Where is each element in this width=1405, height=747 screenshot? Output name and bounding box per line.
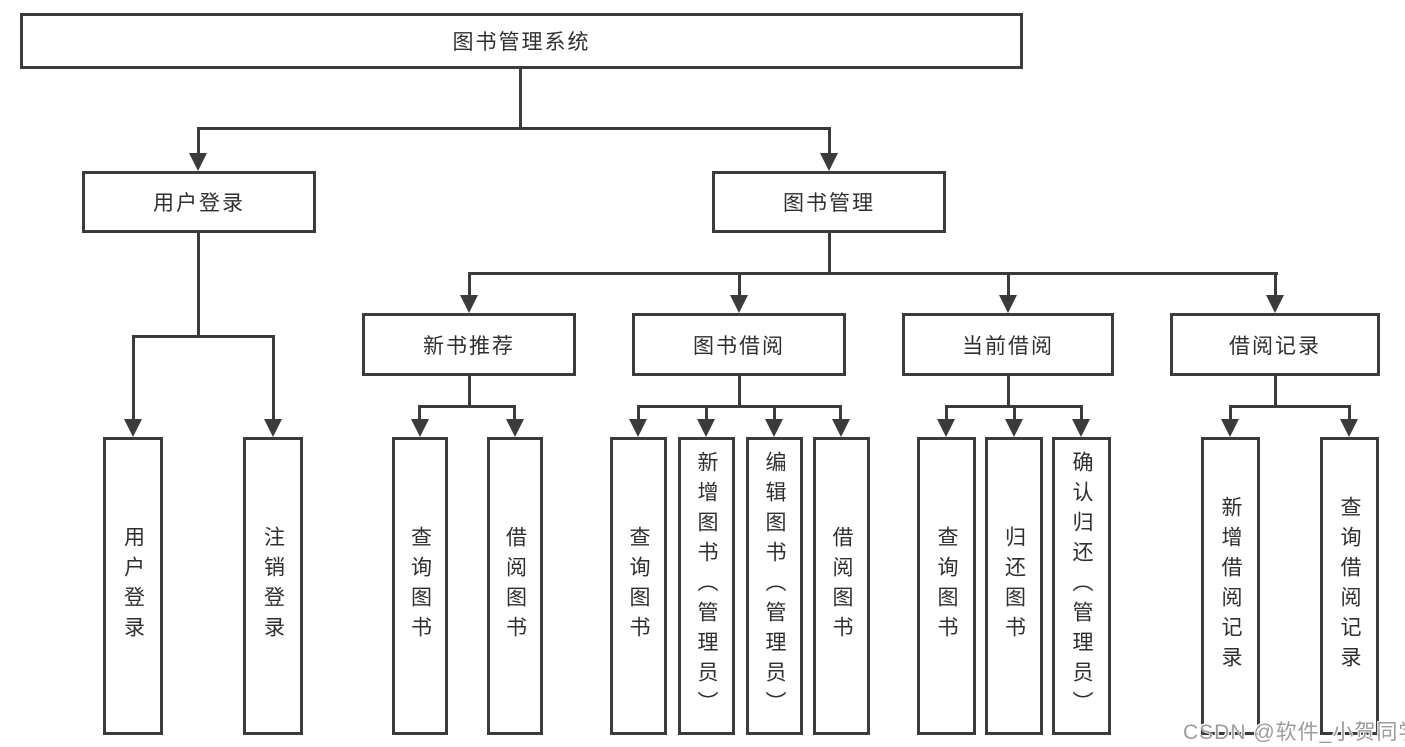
leaf-return-books-label: 归还图书 [1002,526,1026,646]
arrowhead [937,419,955,437]
connector-root-stem [519,69,522,130]
node-book-management-label: 图书管理 [783,192,875,215]
connector-g4-drop-2 [1348,405,1351,421]
connector-root-right-drop [828,127,831,156]
node-user-login: 用户登录 [82,171,316,233]
connector-g2-drop-4 [839,405,842,421]
leaf-borrow-books-borrowing-label: 借阅图书 [830,526,853,646]
arrowhead [124,419,142,437]
node-book-borrowing-label: 图书借阅 [693,334,785,358]
arrowhead [629,419,647,437]
leaf-borrow-books-recommend: 借阅图书 [487,437,543,735]
leaf-borrow-books-recommend-label: 借阅图书 [503,526,527,646]
connector-g2-drop-3 [773,405,776,421]
arrowhead [697,419,715,437]
node-new-book-recommend: 新书推荐 [362,313,576,376]
node-borrowing-records-label: 借阅记录 [1229,334,1321,358]
leaf-add-borrow-record-label: 新增借阅记录 [1219,496,1242,676]
leaf-borrow-books-borrowing: 借阅图书 [813,437,870,735]
connector-userlogin-drop-2 [272,335,275,421]
arrowhead [765,419,783,437]
arrowhead [820,153,838,171]
leaf-add-borrow-record: 新增借阅记录 [1201,437,1260,735]
leaf-query-books-current: 查询图书 [917,437,976,735]
connector-g1-drop-1 [418,405,421,421]
connector-g3-drop-1 [945,405,948,421]
connector-g3-drop-3 [1080,405,1083,421]
arrowhead [189,153,207,171]
arrowhead [1221,419,1239,437]
connector-root-rail [197,127,831,130]
leaf-query-books-borrowing: 查询图书 [610,437,667,735]
arrowhead [1340,419,1358,437]
leaf-logout: 注销登录 [243,437,303,735]
leaf-logout-label: 注销登录 [261,526,285,646]
connector-g4-drop-1 [1229,405,1232,421]
arrowhead [1005,419,1023,437]
leaf-user-login: 用户登录 [103,437,163,735]
csdn-watermark: CSDN @软件_小贺同学 [1183,721,1405,744]
leaf-query-borrow-record-label: 查询借阅记录 [1338,496,1361,676]
arrowhead [832,419,850,437]
connector-bookmgmt-stem [828,233,831,274]
node-current-borrowing: 当前借阅 [902,313,1114,376]
connector-g2-stem [738,376,741,407]
arrowhead [730,295,748,313]
connector-userlogin-drop-1 [132,335,135,421]
connector-bookmgmt-drop-2 [738,272,741,298]
arrowhead [411,419,429,437]
arrowhead [999,295,1017,313]
node-current-borrowing-label: 当前借阅 [962,334,1054,358]
connector-g2-rail [637,405,842,408]
connector-bookmgmt-drop-3 [1007,272,1010,298]
leaf-confirm-return-admin: 确认归还（管理员） [1052,437,1111,735]
leaf-query-books-recommend-label: 查询图书 [408,526,432,646]
connector-g2-drop-2 [705,405,708,421]
leaf-user-login-label: 用户登录 [121,526,145,646]
arrowhead [1266,295,1284,313]
leaf-add-books-admin: 新增图书（管理员） [678,437,735,735]
connector-userlogin-stem [197,233,200,337]
connector-g4-rail [1229,405,1350,408]
leaf-add-books-admin-label: 新增图书（管理员） [695,451,718,721]
leaf-return-books: 归还图书 [985,437,1043,735]
node-user-login-label: 用户登录 [153,192,245,215]
connector-g1-stem [468,376,471,407]
arrowhead [506,419,524,437]
connector-bookmgmt-rail [468,272,1278,275]
connector-bookmgmt-drop-4 [1274,272,1277,298]
connector-g1-rail [419,405,516,408]
connector-bookmgmt-drop-1 [468,272,471,298]
node-book-borrowing: 图书借阅 [632,313,846,376]
arrowhead [264,419,282,437]
connector-g3-drop-2 [1013,405,1016,421]
leaf-edit-books-admin-label: 编辑图书（管理员） [763,451,786,721]
leaf-query-books-recommend: 查询图书 [392,437,448,735]
leaf-query-books-current-label: 查询图书 [935,526,958,646]
leaf-edit-books-admin: 编辑图书（管理员） [746,437,803,735]
leaf-query-borrow-record: 查询借阅记录 [1320,437,1379,735]
arrowhead [460,295,478,313]
connector-g2-drop-1 [637,405,640,421]
connector-g4-stem [1274,376,1277,407]
node-borrowing-records: 借阅记录 [1170,313,1380,376]
connector-g1-drop-2 [513,405,516,421]
node-root: 图书管理系统 [20,13,1023,69]
connector-g3-stem [1007,376,1010,407]
connector-root-left-drop [197,127,200,156]
leaf-query-books-borrowing-label: 查询图书 [627,526,650,646]
node-book-management: 图书管理 [712,171,946,233]
arrowhead [1072,419,1090,437]
connector-userlogin-rail [132,335,275,338]
leaf-confirm-return-admin-label: 确认归还（管理员） [1070,451,1093,721]
node-new-book-recommend-label: 新书推荐 [423,334,515,358]
node-root-label: 图书管理系统 [452,31,591,54]
